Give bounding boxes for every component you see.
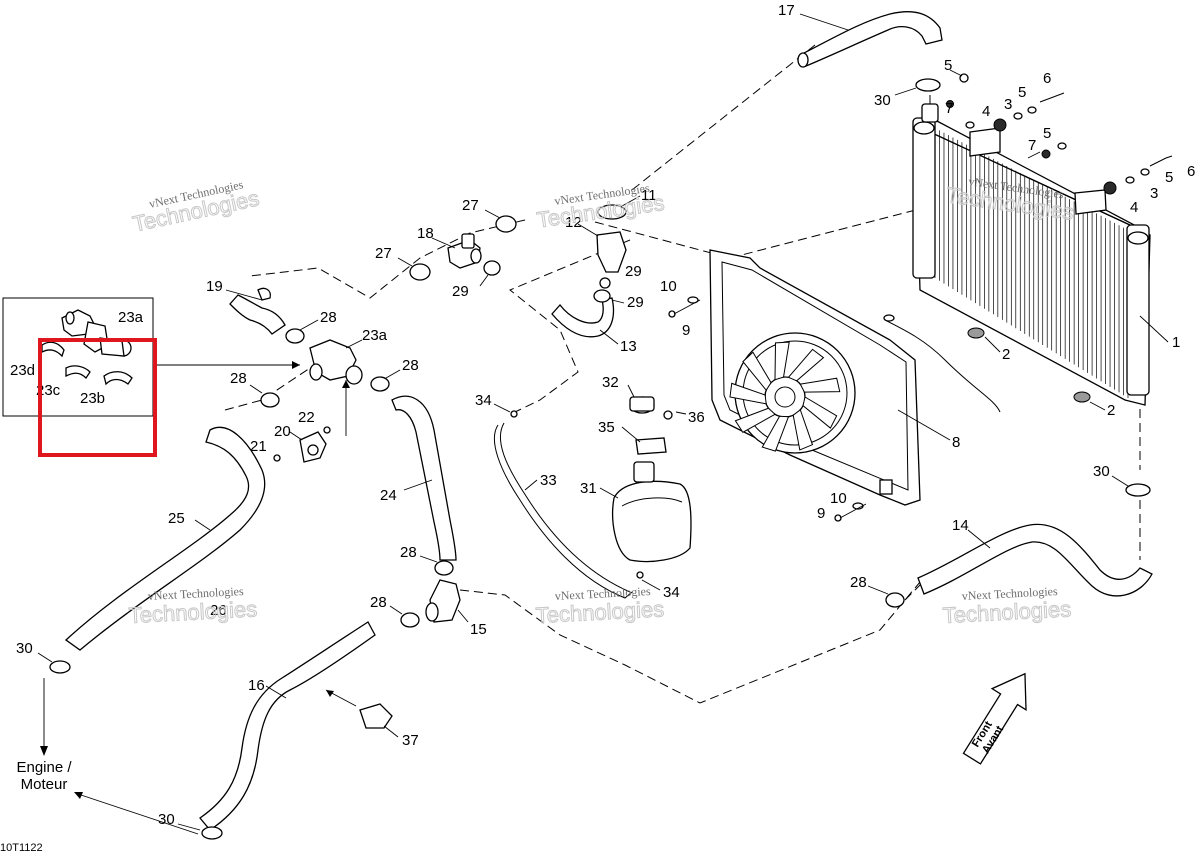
engine-label-line2: Moteur (21, 776, 68, 793)
callout-3-b: 3 (1150, 185, 1158, 202)
fan-shroud: 8 10 9 10 9 (660, 249, 1001, 522)
callout-31: 31 (580, 480, 597, 497)
callout-8: 8 (952, 434, 960, 451)
callout-36: 36 (688, 409, 705, 426)
engine-label-line1: Engine / (16, 759, 72, 776)
callout-28-e: 28 (370, 594, 387, 611)
callout-21: 21 (250, 438, 267, 455)
callout-19: 19 (206, 278, 223, 295)
callout-2-upper: 2 (1002, 346, 1010, 363)
callout-7-a: 7 (945, 100, 953, 117)
callout-5-c: 5 (1043, 125, 1051, 142)
callout-4-b: 4 (1130, 199, 1138, 216)
callout-22: 22 (298, 409, 315, 426)
callout-28-c: 28 (402, 357, 419, 374)
callout-32: 32 (602, 374, 619, 391)
fittings-and-clamps: 18 27 27 29 29 11 12 29 23a (16, 78, 1151, 840)
callout-35: 35 (598, 419, 615, 436)
callout-30-c: 30 (16, 640, 33, 657)
callout-27-upper: 27 (462, 197, 479, 214)
hoses: 17 19 25 24 16 13 14 33 (64, 2, 1153, 831)
callout-5-d: 5 (1165, 169, 1173, 186)
callout-3-a: 3 (1004, 96, 1012, 113)
coolant-reservoir: 31 32 35 36 (580, 374, 705, 563)
radiator-hardware: 5 7 4 3 5 6 5 7 4 3 5 6 (944, 57, 1195, 216)
callout-7-b: 7 (1028, 137, 1036, 154)
callout-34-upper: 34 (475, 392, 492, 409)
callout-30-a: 30 (874, 92, 891, 109)
callout-28-a: 28 (320, 309, 337, 326)
callout-33: 33 (540, 472, 557, 489)
callout-15: 15 (470, 621, 487, 638)
callout-28-f: 28 (850, 574, 867, 591)
callout-27-lower: 27 (375, 245, 392, 262)
radiator: 1 2 2 (912, 103, 1180, 419)
highlight-box (38, 338, 157, 457)
callout-10-upper: 10 (660, 278, 677, 295)
callout-28-b: 28 (230, 370, 247, 387)
callout-6-b: 6 (1187, 163, 1195, 180)
callout-23c: 23c (36, 382, 61, 399)
callout-37: 37 (402, 732, 419, 749)
callout-1: 1 (1172, 334, 1180, 351)
callout-18: 18 (417, 225, 434, 242)
callout-29-left: 29 (452, 283, 469, 300)
callout-10-lower: 10 (830, 490, 847, 507)
front-arrow: Front Avant (962, 672, 1027, 765)
callout-9-upper: 9 (682, 322, 690, 339)
callout-2-lower: 2 (1107, 402, 1115, 419)
callout-12: 12 (565, 214, 582, 231)
callout-20: 20 (274, 423, 291, 440)
fan-blades (729, 341, 841, 452)
callout-16: 16 (248, 677, 265, 694)
callout-6-a: 6 (1043, 70, 1051, 87)
callout-28-d: 28 (400, 544, 417, 561)
callout-30-b: 30 (1093, 463, 1110, 480)
watermark-5: vNext Technologies (554, 584, 651, 603)
inset-panel: 23a 23d 23c 23b (2, 297, 300, 417)
callout-23d: 23d (10, 362, 35, 379)
callout-29-right: 29 (627, 294, 644, 311)
callout-34-lower: 34 (663, 584, 680, 601)
callout-9-lower: 9 (817, 505, 825, 522)
callout-30-d: 30 (158, 811, 175, 828)
callout-14: 14 (952, 517, 969, 534)
callout-23a: 23a (362, 327, 388, 344)
callout-5-a: 5 (944, 57, 952, 74)
figure-code: 10T1122 (0, 842, 43, 854)
callout-23b: 23b (80, 390, 105, 407)
callout-11: 11 (641, 187, 657, 204)
callout-26: 26 (210, 602, 227, 619)
callout-24: 24 (380, 487, 397, 504)
callout-29-neck: 29 (625, 263, 642, 280)
callout-4-a: 4 (982, 103, 990, 120)
engine-arrows: Engine / Moteur (16, 678, 199, 835)
callout-17: 17 (778, 2, 795, 19)
watermark-6: vNext Technologies (961, 584, 1058, 603)
callout-13: 13 (620, 338, 637, 355)
callout-5-b: 5 (1018, 84, 1026, 101)
callout-23a-inset: 23a (118, 309, 144, 326)
callout-25: 25 (168, 510, 185, 527)
watermark-4: vNext Technologies (147, 584, 244, 603)
routing-dashed-lines (224, 44, 1141, 704)
